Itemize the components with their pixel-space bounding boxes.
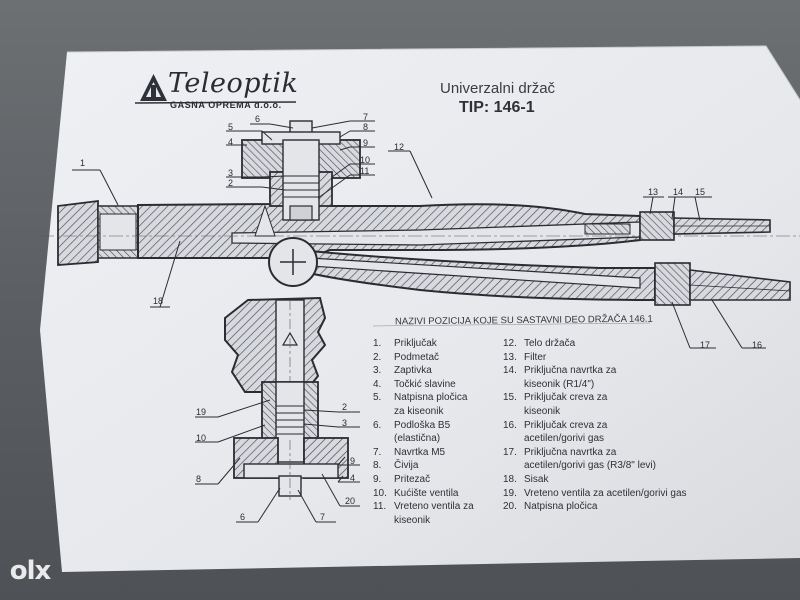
list-item: 6.Podloška B5(elastična) — [373, 419, 451, 445]
detail-callout-2: 2 — [342, 402, 348, 412]
callout-14: 14 — [673, 187, 684, 197]
list-item: 4.Točkić slavine — [373, 378, 456, 390]
olx-watermark: olx — [4, 548, 56, 594]
list-item: 18.Sisak — [503, 473, 549, 485]
callout-12: 12 — [394, 142, 405, 152]
list-item: 2.Podmetač — [373, 351, 440, 363]
callout-3: 3 — [228, 168, 234, 178]
callout-13: 13 — [648, 187, 659, 197]
callout-9: 9 — [363, 138, 369, 148]
list-item: 19.Vreteno ventila za acetilen/gorivi ga… — [503, 487, 687, 499]
callout-11: 11 — [360, 166, 370, 176]
callout-16: 16 — [752, 340, 763, 350]
teleoptik-logo-icon — [134, 74, 297, 104]
detail-callout-7: 7 — [320, 512, 326, 522]
callout-7: 7 — [363, 112, 369, 122]
list-item: 7.Navrtka M5 — [373, 446, 446, 458]
callout-5: 5 — [228, 122, 234, 132]
document-title: Univerzalni držač — [440, 80, 556, 97]
brand-name: Teleoptik — [168, 68, 299, 99]
list-item: 10.Kućište ventila — [373, 487, 459, 499]
list-item: 1.Priključak — [373, 338, 437, 349]
list-item: 13.Filter — [503, 351, 547, 363]
main-leader-lines — [72, 120, 766, 349]
callout-1: 1 — [80, 158, 86, 168]
callout-15: 15 — [695, 187, 706, 197]
detail-leader-lines — [195, 399, 360, 523]
callout-4: 4 — [228, 137, 234, 147]
callout-6: 6 — [255, 114, 261, 124]
brand-subtitle: GASNA OPREMA d.o.o. — [170, 100, 282, 110]
torch-handle-drawing — [40, 120, 800, 306]
detail-callout-9: 9 — [350, 456, 356, 466]
callout-18: 18 — [153, 296, 164, 306]
detail-callout-8: 8 — [196, 474, 202, 484]
callout-8: 8 — [363, 122, 369, 132]
list-item: 8.Čivija — [373, 460, 419, 472]
list-item: 20.Natpisna pločica — [503, 501, 598, 513]
detail-callout-4: 4 — [350, 473, 356, 483]
parts-list-left: 1.Priključak 2.Podmetač 3.Zaptivka 4.Toč… — [373, 337, 693, 527]
detail-callout-19: 19 — [196, 407, 207, 417]
callout-10: 10 — [360, 155, 371, 165]
list-item: 9.Pritezač — [373, 473, 431, 485]
detail-callout-10: 10 — [196, 433, 207, 443]
callout-2: 2 — [228, 178, 234, 188]
parts-list-right: 12.Telo držača 13.Filter 14.Priključna n… — [503, 337, 800, 514]
detail-callout-3: 3 — [342, 418, 348, 428]
list-item: 3.Zaptivka — [373, 365, 432, 377]
olx-watermark-text: olx — [9, 556, 52, 586]
list-item: 12.Telo držača — [503, 338, 576, 349]
callout-17: 17 — [700, 340, 711, 350]
detail-callout-20: 20 — [345, 496, 356, 506]
detail-callout-6: 6 — [240, 512, 246, 522]
document-type: TIP: 146-1 — [459, 99, 535, 116]
valve-detail-drawing — [224, 296, 349, 500]
